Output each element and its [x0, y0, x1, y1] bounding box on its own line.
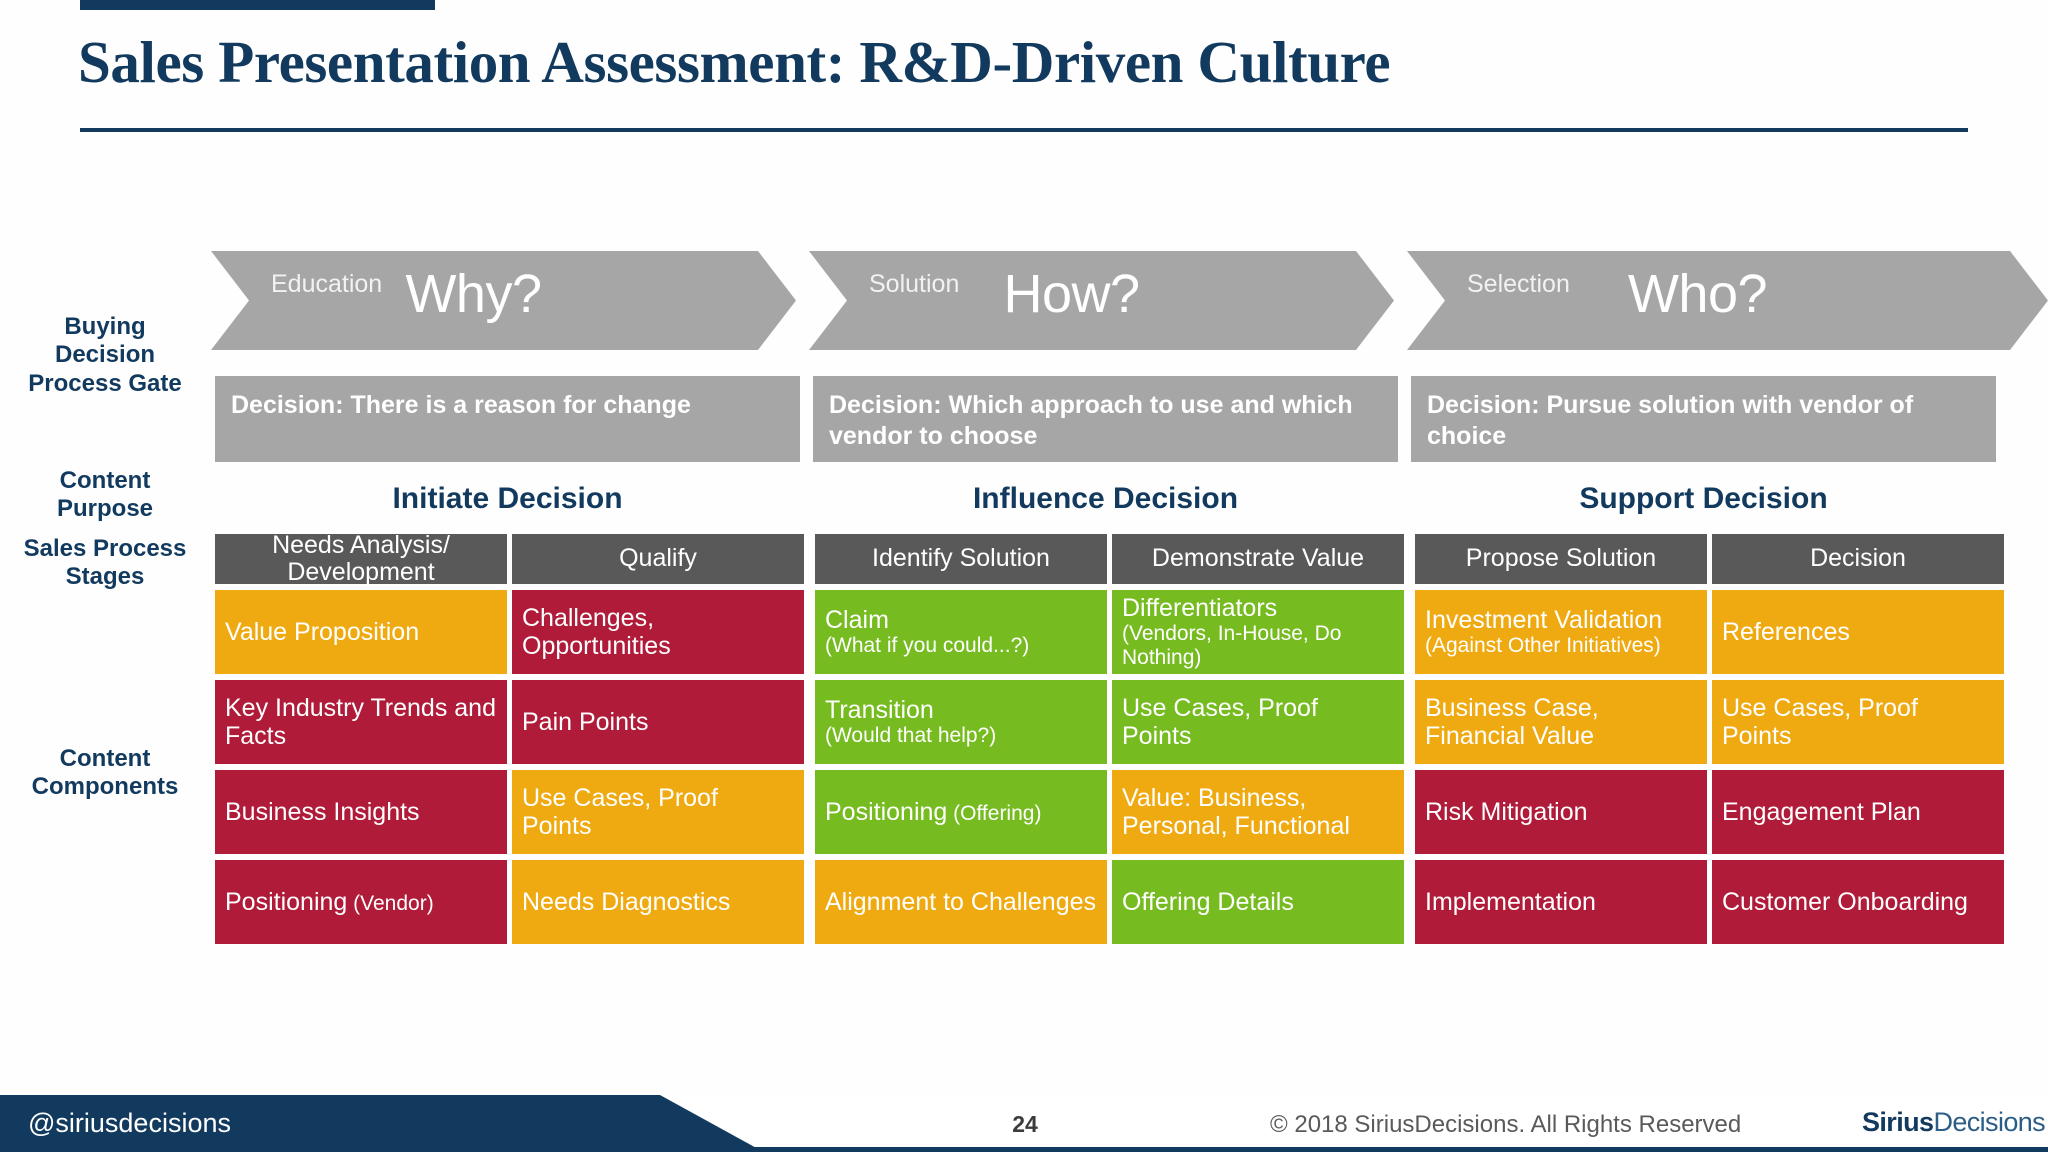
logo-text-decisions: Decisions — [1933, 1107, 2046, 1137]
content-component-cell[interactable]: Needs Diagnostics — [512, 860, 804, 944]
cell-sub-label: (Against Other Initiatives) — [1425, 634, 1661, 658]
cell-main-label: Key Industry Trends and Facts — [225, 694, 496, 750]
content-component-cell[interactable]: Investment Validation(Against Other Init… — [1415, 590, 1707, 674]
stage-header[interactable]: Propose Solution — [1415, 534, 1707, 584]
decision-banner-3: Decision: Pursue solution with vendor of… — [1411, 376, 1996, 462]
cell-main-label: Positioning (Offering) — [825, 798, 1042, 826]
content-component-cell[interactable]: Positioning (Vendor) — [215, 860, 507, 944]
chevron-eyebrow-3: Selection — [1467, 270, 1570, 298]
cell-main-label: Implementation — [1425, 888, 1596, 916]
cell-main-label: Use Cases, Proof Points — [1122, 694, 1318, 750]
stage-header[interactable]: Identify Solution — [815, 534, 1107, 584]
content-component-cell[interactable]: References — [1712, 590, 2004, 674]
chevron-question-3: Who? — [1627, 264, 1768, 324]
cell-main-label: Business Case, Financial Value — [1425, 694, 1599, 750]
content-component-cell[interactable]: Value: Business, Personal, Functional — [1112, 770, 1404, 854]
cell-sub-label: (What if you could...?) — [825, 634, 1030, 658]
stage-header[interactable]: Needs Analysis/ Development — [215, 531, 507, 586]
content-component-cell[interactable]: Implementation — [1415, 860, 1707, 944]
content-component-cell[interactable]: Pain Points — [512, 680, 804, 764]
chevron-eyebrow-1: Education — [271, 270, 383, 298]
content-component-cell[interactable]: Challenges, Opportunities — [512, 590, 804, 674]
cell-main-label: Value: Business, Personal, Functional — [1122, 784, 1350, 840]
title-divider — [80, 128, 1968, 132]
cell-main-label: Transition — [825, 696, 934, 725]
cell-main-label: Offering Details — [1122, 888, 1294, 916]
cell-sub-label: (Vendors, In-House, Do Nothing) — [1122, 622, 1342, 669]
stage-header[interactable]: Qualify — [512, 534, 804, 584]
chevron-gate-2[interactable]: Solution How? — [809, 251, 1394, 350]
content-component-cell[interactable]: Use Cases, Proof Points — [1712, 680, 2004, 764]
logo-text-sirius: Sirius — [1862, 1107, 1934, 1137]
content-component-cell[interactable]: Differentiators(Vendors, In-House, Do No… — [1112, 590, 1404, 674]
siriusdecisions-logo: SiriusDecisions — [1862, 1107, 2048, 1138]
cell-main-label: Use Cases, Proof Points — [522, 784, 718, 840]
footer-navy-band — [0, 1095, 760, 1152]
content-component-cell[interactable]: Positioning (Offering) — [815, 770, 1107, 854]
content-purpose-3: Support Decision — [1579, 482, 1828, 515]
content-component-cell[interactable]: Customer Onboarding — [1712, 860, 2004, 944]
content-component-cell[interactable]: Key Industry Trends and Facts — [215, 680, 507, 764]
title-accent-tab — [80, 0, 435, 10]
cell-main-label: Engagement Plan — [1722, 798, 1921, 826]
cell-main-label: Needs Diagnostics — [522, 888, 731, 916]
content-component-cell[interactable]: Value Proposition — [215, 590, 507, 674]
cell-main-label: Pain Points — [522, 708, 649, 736]
content-component-cell[interactable]: Business Insights — [215, 770, 507, 854]
chevron-question-2: How? — [1003, 264, 1140, 324]
content-component-cell[interactable]: Engagement Plan — [1712, 770, 2004, 854]
chevron-eyebrow-2: Solution — [869, 270, 960, 298]
content-purpose-2: Influence Decision — [972, 482, 1239, 515]
decision-banner-2: Decision: Which approach to use and whic… — [813, 376, 1398, 462]
copyright-notice: © 2018 SiriusDecisions. All Rights Reser… — [1270, 1111, 1742, 1138]
cell-main-label: Alignment to Challenges — [825, 888, 1096, 916]
content-component-cell[interactable]: Use Cases, Proof Points — [1112, 680, 1404, 764]
cell-main-label: Customer Onboarding — [1722, 888, 1968, 916]
cell-main-label: Value Proposition — [225, 618, 420, 646]
cell-sub-label: (Would that help?) — [825, 724, 997, 748]
buying-process-chevron-band: Education Why? Solution How? Selection W… — [211, 251, 2048, 350]
footer-navy-underline — [0, 1147, 2048, 1152]
content-component-cell[interactable]: Offering Details — [1112, 860, 1404, 944]
cell-main-label: Positioning (Vendor) — [225, 888, 434, 916]
page-title: Sales Presentation Assessment: R&D-Drive… — [78, 29, 1391, 95]
content-component-cell[interactable]: Alignment to Challenges — [815, 860, 1107, 944]
stage-header[interactable]: Demonstrate Value — [1112, 534, 1404, 584]
cell-main-label: Investment Validation — [1425, 606, 1663, 635]
chevron-question-1: Why? — [405, 264, 542, 324]
cell-main-label: References — [1722, 618, 1850, 646]
content-component-cell[interactable]: Business Case, Financial Value — [1415, 680, 1707, 764]
cell-main-label: Challenges, Opportunities — [522, 604, 671, 660]
content-component-cell[interactable]: Use Cases, Proof Points — [512, 770, 804, 854]
cell-main-label: Risk Mitigation — [1425, 798, 1588, 826]
decision-banner-1: Decision: There is a reason for change — [215, 376, 800, 462]
cell-main-label: Claim — [825, 606, 889, 635]
cell-main-label: Differentiators — [1122, 594, 1278, 623]
cell-main-label: Use Cases, Proof Points — [1722, 694, 1918, 750]
page-number: 24 — [1012, 1111, 1038, 1137]
social-handle: @siriusdecisions — [28, 1108, 231, 1138]
chevron-gate-1[interactable]: Education Why? — [211, 251, 796, 350]
cell-inline-sub-label: (Vendor) — [347, 892, 434, 915]
content-component-cell[interactable]: Risk Mitigation — [1415, 770, 1707, 854]
content-component-cell[interactable]: Transition(Would that help?) — [815, 680, 1107, 764]
stage-header[interactable]: Decision — [1712, 534, 2004, 584]
content-component-cell[interactable]: Claim(What if you could...?) — [815, 590, 1107, 674]
cell-inline-sub-label: (Offering) — [947, 802, 1042, 825]
cell-main-label: Business Insights — [225, 798, 420, 826]
content-purpose-1: Initiate Decision — [392, 482, 623, 515]
chevron-gate-3[interactable]: Selection Who? — [1407, 251, 2048, 350]
slide-footer: @siriusdecisions 24 © 2018 SiriusDecisio… — [0, 1095, 2048, 1152]
